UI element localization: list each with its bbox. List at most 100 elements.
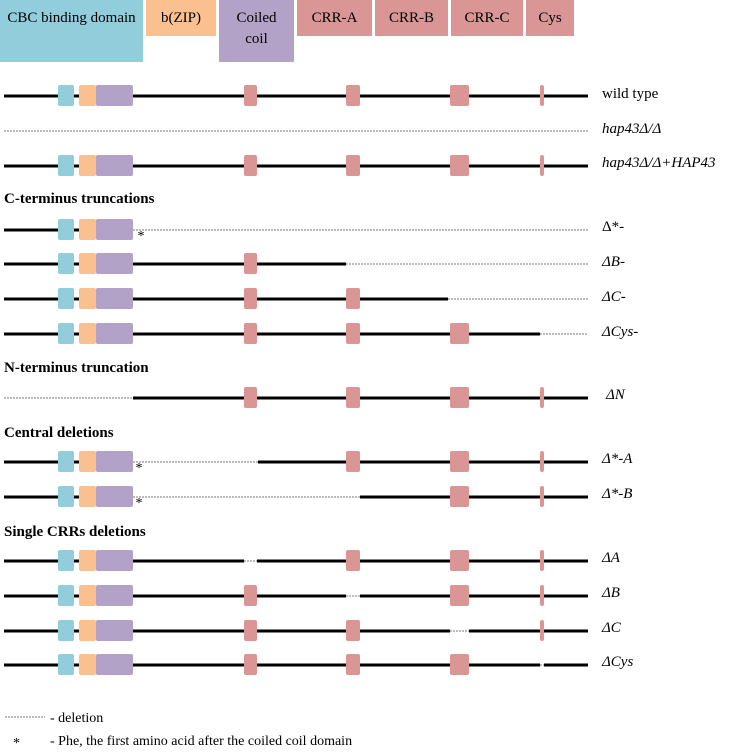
domain-cbc-dstarA (58, 451, 74, 472)
domain-c-wt (450, 85, 469, 106)
domain-b-dstarA (346, 451, 360, 472)
domain-cys-dA (540, 550, 544, 571)
legend-cbc: CBC binding domain (0, 0, 143, 62)
domain-a-comp (244, 155, 257, 176)
domain-cc-dA (96, 550, 133, 571)
domain-a-dCys_ (244, 323, 257, 344)
domain-cbc-wt (58, 85, 74, 106)
legend-crr-c: CRR-C (451, 0, 523, 36)
domain-cbc-comp (58, 155, 74, 176)
section-central-deletions: Central deletions (4, 425, 114, 441)
domain-cbc-dA (58, 550, 74, 571)
domain-c-dCys (450, 654, 469, 675)
domain-cc-wt (96, 85, 133, 106)
label-delta-a: ΔA (602, 550, 620, 566)
domain-a-dB_ (244, 253, 257, 274)
star-marker-dstarB: * (136, 496, 143, 511)
label-delta-c-dash: ΔC- (602, 289, 626, 305)
label-delta-b: ΔB (602, 585, 620, 601)
domain-b-dC (346, 620, 360, 641)
section-single-crr-deletions: Single CRRs deletions (4, 524, 146, 540)
domain-cc-dB_ (96, 253, 133, 274)
domain-c-dB (450, 585, 469, 606)
label-wild-type: wild type (602, 86, 659, 102)
domain-b-wt (346, 85, 360, 106)
star-marker-dstarA: * (136, 461, 143, 476)
domain-zip-dC_ (79, 288, 96, 309)
domain-cbc-dB_ (58, 253, 74, 274)
domain-zip-dB (79, 585, 96, 606)
domain-zip-dCys (79, 654, 96, 675)
domain-cc-dstar (96, 219, 133, 240)
domain-a-dC (244, 620, 257, 641)
domain-c-dstarB (450, 486, 469, 507)
domain-cys-wt (540, 85, 544, 106)
footnote-star-symbol: * (13, 736, 20, 751)
domain-zip-dstar (79, 219, 96, 240)
label-delta-cys: ΔCys (602, 654, 634, 670)
legend-bzip: b(ZIP) (146, 0, 216, 36)
domain-c-comp (450, 155, 469, 176)
domain-b-dN (346, 387, 360, 408)
domain-a-dC_ (244, 288, 257, 309)
domain-zip-dstarA (79, 451, 96, 472)
domain-zip-dB_ (79, 253, 96, 274)
domain-cc-dC_ (96, 288, 133, 309)
domain-cc-dB (96, 585, 133, 606)
domain-c-dCys_ (450, 323, 469, 344)
label-hap43-complemented: hap43Δ/Δ+HAP43 (602, 155, 716, 171)
section-c-terminus-truncations: C-terminus truncations (4, 191, 155, 207)
label-delta-n: ΔN (606, 387, 625, 403)
domain-b-dCys_ (346, 323, 360, 344)
label-delta-star-b: Δ*-B (602, 486, 633, 502)
star-marker-dstar: * (138, 229, 145, 244)
legend-crr-b: CRR-B (375, 0, 448, 36)
domain-cbc-dCys_ (58, 323, 74, 344)
legend-cys: Cys (526, 0, 574, 36)
domain-cbc-dC_ (58, 288, 74, 309)
legend-coiled-coil: Coiled coil (219, 0, 294, 62)
domain-c-dstarA (450, 451, 469, 472)
domain-b-dC_ (346, 288, 360, 309)
domain-c-dN (450, 387, 469, 408)
label-delta-star-a: Δ*-A (602, 451, 633, 467)
domain-a-dN (244, 387, 257, 408)
domain-c-dA (450, 550, 469, 571)
domain-b-comp (346, 155, 360, 176)
domain-cys-dstarA (540, 451, 544, 472)
domain-a-dB (244, 585, 257, 606)
domain-cbc-dC (58, 620, 74, 641)
domain-cc-dstarB (96, 486, 133, 507)
footnote-deletion: - deletion (50, 711, 104, 726)
domain-zip-dC (79, 620, 96, 641)
domain-b-dA (346, 550, 360, 571)
domain-cc-dCys (96, 654, 133, 675)
domain-cbc-dCys (58, 654, 74, 675)
domain-cc-comp (96, 155, 133, 176)
domain-cc-dCys_ (96, 323, 133, 344)
label-hap43-null: hap43Δ/Δ (602, 121, 662, 137)
label-delta-star: Δ*- (602, 219, 625, 235)
domain-cbc-dstarB (58, 486, 74, 507)
domain-cc-dC (96, 620, 133, 641)
label-delta-c: ΔC (602, 620, 621, 636)
domain-cys-comp (540, 155, 544, 176)
domain-cys-dstarB (540, 486, 544, 507)
domain-cys-dN (540, 387, 544, 408)
domain-a-wt (244, 85, 257, 106)
label-delta-cys-dash: ΔCys- (602, 324, 639, 340)
domain-cys-dC (540, 620, 544, 641)
domain-cys-dB (540, 585, 544, 606)
domain-b-dCys (346, 654, 360, 675)
domain-zip-dstarB (79, 486, 96, 507)
domain-zip-dCys_ (79, 323, 96, 344)
legend-crr-a: CRR-A (297, 0, 372, 36)
domain-zip-dA (79, 550, 96, 571)
domain-zip-wt (79, 85, 96, 106)
domain-cbc-dB (58, 585, 74, 606)
section-n-terminus-truncation: N-terminus truncation (4, 360, 149, 376)
domain-a-dCys (244, 654, 257, 675)
domain-cc-dstarA (96, 451, 133, 472)
domain-zip-comp (79, 155, 96, 176)
